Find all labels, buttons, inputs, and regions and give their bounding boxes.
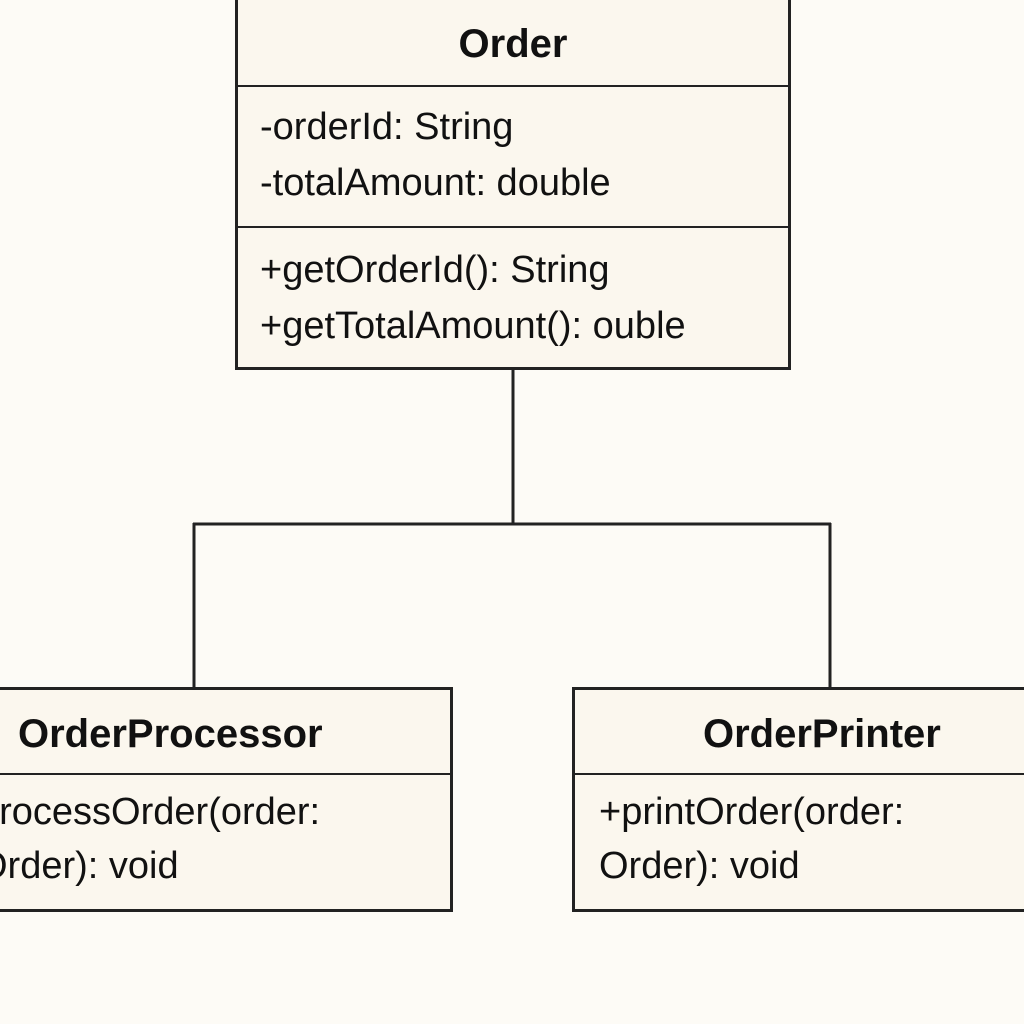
class-box-order-processor: OrderProcessor processOrder(order: Order…	[0, 687, 453, 912]
method-print-order-line-2: Order): void	[599, 845, 800, 887]
method-process-order-line-1: processOrder(order:	[0, 791, 321, 833]
attributes-section-order: -orderId: String -totalAmount: double	[238, 87, 788, 226]
method-get-total-amount: +getTotalAmount(): ouble	[260, 305, 686, 347]
methods-section-order-printer: +printOrder(order: Order): void	[575, 775, 1024, 893]
class-name-order-printer: OrderPrinter	[575, 690, 1024, 775]
methods-section-order-processor: processOrder(order: Order): void	[0, 775, 450, 893]
class-box-order-printer: OrderPrinter +printOrder(order: Order): …	[572, 687, 1024, 912]
class-box-order: Order -orderId: String -totalAmount: dou…	[235, 0, 791, 370]
method-get-order-id: +getOrderId(): String	[260, 249, 610, 291]
method-print-order-line-1: +printOrder(order:	[599, 791, 905, 833]
methods-section-order: +getOrderId(): String +getTotalAmount():…	[238, 226, 788, 367]
class-name-order-processor: OrderProcessor	[0, 690, 450, 775]
attribute-total-amount: -totalAmount: double	[260, 162, 611, 204]
attribute-order-id: -orderId: String	[260, 106, 514, 148]
class-name-order: Order	[238, 0, 788, 87]
method-process-order-line-2: Order): void	[0, 845, 179, 887]
